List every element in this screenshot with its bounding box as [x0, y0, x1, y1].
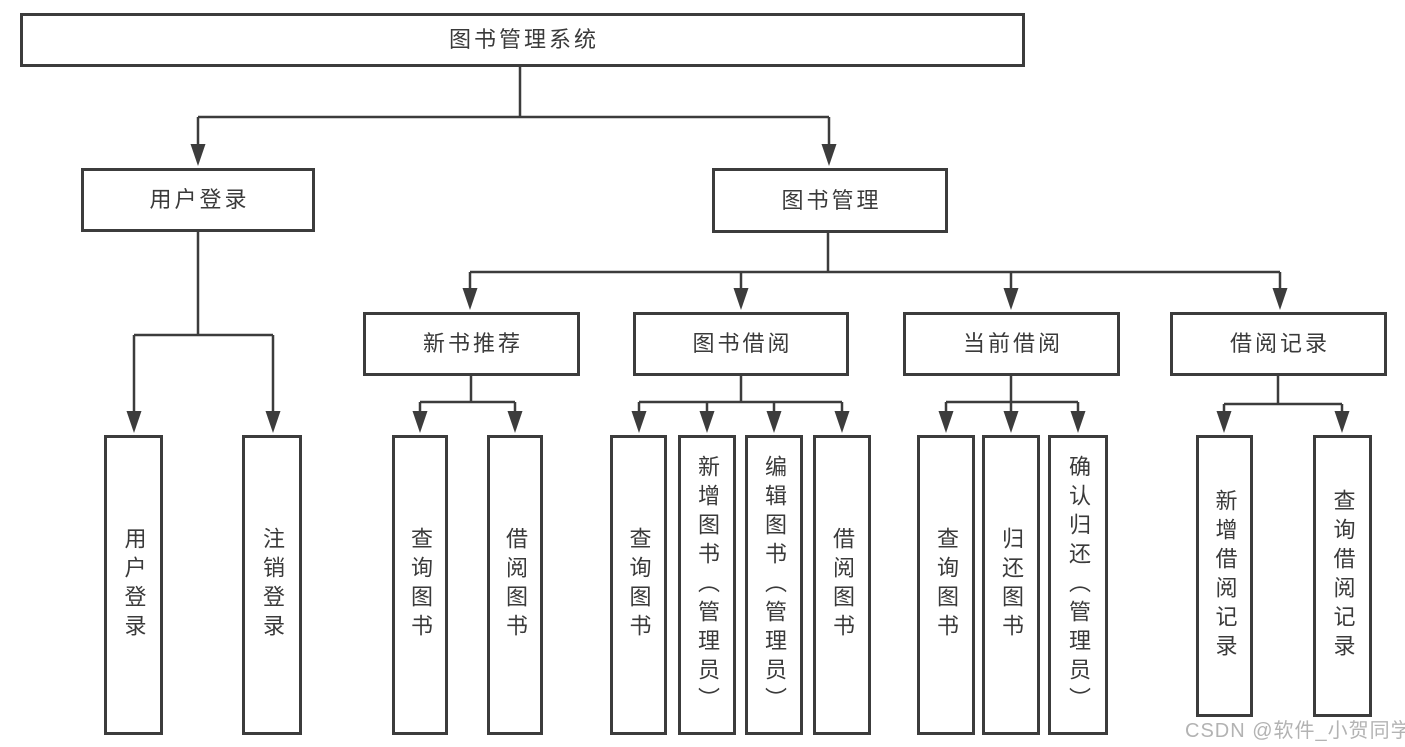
node-current-borrow: 当前借阅 [903, 312, 1120, 376]
leaf-bb-borrow-books: 借阅图书 [813, 435, 871, 735]
leaf-label: 注销登录 [260, 527, 285, 643]
leaf-bb-edit-books-admin: 编辑图书（管理员） [745, 435, 803, 735]
leaf-nb-borrow-books: 借阅图书 [487, 435, 543, 735]
connector-book-management [462, 232, 1288, 310]
node-borrow-records: 借阅记录 [1170, 312, 1387, 376]
leaf-label: 编辑图书（管理员） [762, 454, 787, 716]
leaf-label: 确认归还（管理员） [1066, 454, 1091, 716]
connector-current-borrow [938, 375, 1086, 433]
node-label: 用户登录 [149, 187, 250, 212]
leaf-bb-query-books: 查询图书 [610, 435, 667, 735]
node-new-book-recommend: 新书推荐 [363, 312, 580, 376]
node-user-login: 用户登录 [81, 168, 315, 232]
leaf-label: 借阅图书 [830, 527, 855, 643]
connector-new-book-recommend [412, 375, 523, 433]
node-label: 图书借阅 [692, 331, 793, 356]
leaf-rec-query-record: 查询借阅记录 [1313, 435, 1372, 717]
connector-book-borrow [631, 375, 850, 433]
leaf-bb-add-books-admin: 新增图书（管理员） [678, 435, 736, 735]
leaf-rec-add-record: 新增借阅记录 [1196, 435, 1253, 717]
leaf-label: 查询借阅记录 [1330, 489, 1356, 663]
leaf-label: 借阅图书 [503, 527, 528, 643]
leaf-label: 查询图书 [626, 527, 652, 643]
leaf-label: 查询图书 [934, 527, 959, 643]
connector-user-login [126, 231, 281, 433]
leaf-cb-confirm-return-admin: 确认归还（管理员） [1048, 435, 1108, 735]
node-label: 借阅记录 [1229, 331, 1330, 356]
node-label: 图书管理系统 [448, 27, 599, 52]
leaf-label: 归还图书 [999, 527, 1024, 643]
leaf-label: 用户登录 [121, 527, 147, 643]
watermark: CSDN @软件_小贺同学 [1185, 720, 1405, 742]
connector-root [190, 66, 837, 166]
node-book-management: 图书管理 [712, 168, 948, 233]
leaf-label: 新增借阅记录 [1212, 489, 1238, 663]
node-label: 新书推荐 [422, 331, 523, 356]
connector-borrow-records [1216, 375, 1350, 433]
node-library-system: 图书管理系统 [20, 13, 1025, 67]
leaf-nb-query-books: 查询图书 [392, 435, 448, 735]
leaf-logout: 注销登录 [242, 435, 302, 735]
leaf-cb-return-books: 归还图书 [982, 435, 1040, 735]
leaf-label: 新增图书（管理员） [695, 454, 720, 716]
node-label: 当前借阅 [962, 331, 1063, 356]
leaf-cb-query-books: 查询图书 [917, 435, 975, 735]
node-book-borrow: 图书借阅 [633, 312, 849, 376]
leaf-user-login: 用户登录 [104, 435, 163, 735]
node-label: 图书管理 [781, 187, 882, 213]
leaf-label: 查询图书 [408, 527, 433, 643]
